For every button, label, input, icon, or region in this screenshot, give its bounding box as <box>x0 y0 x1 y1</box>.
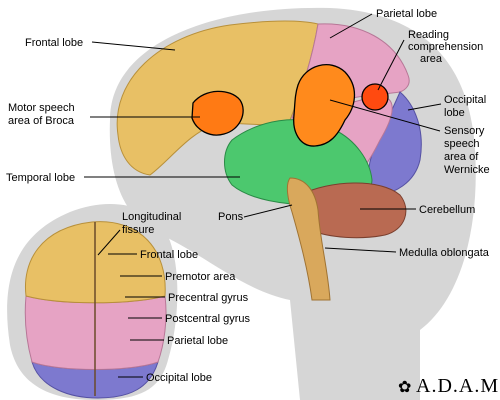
wernicke-area <box>293 64 356 147</box>
broca-area <box>191 90 244 136</box>
label-top-frontal-lobe: Frontal lobe <box>140 249 198 261</box>
side-view-labels: Frontal lobe Parietal lobe Reading compr… <box>6 8 490 259</box>
label-premotor-area: Premotor area <box>165 271 236 283</box>
label-reading-area: Reading comprehension area <box>408 29 486 65</box>
label-frontal-lobe: Frontal lobe <box>25 37 83 49</box>
reading-comprehension-area <box>361 83 389 111</box>
label-pons: Pons <box>218 211 244 223</box>
label-occipital-lobe: Occipital lobe <box>444 94 489 119</box>
label-longitudinal-fissure: Longitudinal fissure <box>122 211 184 236</box>
label-temporal-lobe: Temporal lobe <box>6 172 75 184</box>
top-view-labels: Longitudinal fissure Frontal lobe Premot… <box>97 211 250 384</box>
label-medulla: Medulla oblongata <box>399 247 490 259</box>
side-view <box>109 7 476 400</box>
brand-mark-icon: ✿ <box>398 379 411 396</box>
brand-name: A.D.A.M. <box>416 375 500 397</box>
adam-logo: ✿ A.D.A.M. <box>398 375 500 397</box>
label-wernicke: Sensory speech area of Wernicke <box>444 125 490 176</box>
top-view <box>7 203 178 400</box>
label-parietal-lobe: Parietal lobe <box>376 8 437 20</box>
label-broca: Motor speech area of Broca <box>8 102 78 127</box>
label-postcentral-gyrus: Postcentral gyrus <box>165 313 250 325</box>
label-top-occipital-lobe: Occipital lobe <box>146 372 212 384</box>
label-cerebellum: Cerebellum <box>419 204 475 216</box>
label-precentral-gyrus: Precentral gyrus <box>168 292 249 304</box>
label-top-parietal-lobe: Parietal lobe <box>167 335 228 347</box>
brainstem <box>286 177 331 301</box>
